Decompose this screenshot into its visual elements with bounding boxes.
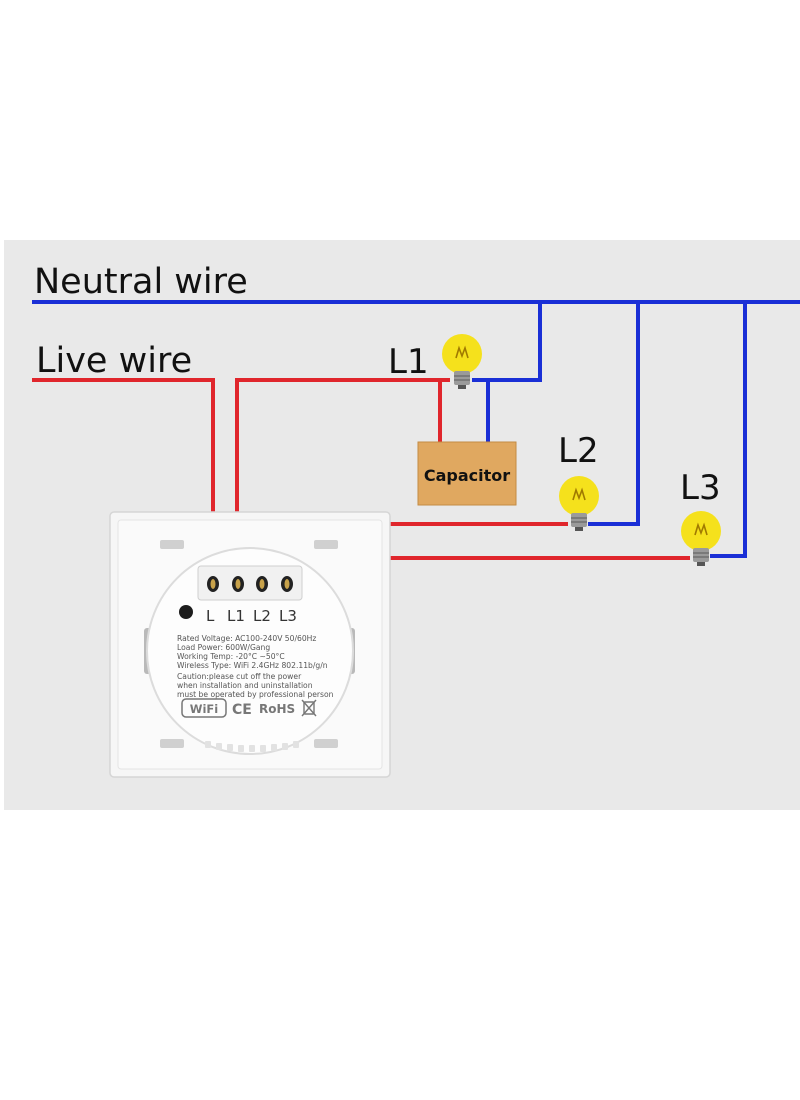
switch-plate: L L1 L2 L3 Rated Voltage: AC100-240V 50/…	[109, 511, 391, 778]
terminal-screw	[256, 576, 268, 592]
reset-hole	[179, 605, 193, 619]
l3-label: L3	[680, 468, 721, 508]
terminal-label: L	[206, 607, 215, 625]
spec-line: when installation and uninstallation	[177, 681, 313, 690]
terminal-screw	[281, 576, 293, 592]
spec-line: Rated Voltage: AC100-240V 50/60Hz	[177, 634, 316, 643]
neutral-wire-label: Neutral wire	[34, 262, 248, 302]
light-bulb-icon	[442, 334, 482, 389]
terminal-screw	[232, 576, 244, 592]
terminal-label: L1	[227, 607, 245, 625]
terminal-label: L2	[253, 607, 271, 625]
spec-line: Working Temp: -20°C ~50°C	[177, 652, 285, 661]
l2-label: L2	[558, 431, 599, 471]
terminal-label: L3	[279, 607, 297, 625]
mounting-clip	[160, 540, 184, 549]
svg-text:WiFi: WiFi	[190, 702, 218, 716]
capacitor: Capacitor	[417, 441, 517, 506]
mounting-clip	[314, 739, 338, 748]
l1-label: L1	[388, 342, 429, 382]
spec-line: Caution:please cut off the power	[177, 672, 302, 681]
mounting-clip	[160, 739, 184, 748]
ce-mark-icon: CE	[232, 702, 252, 718]
light-bulb-icon	[681, 511, 721, 566]
spec-line: Load Power: 600W/Gang	[177, 643, 270, 652]
mounting-clip	[314, 540, 338, 549]
capacitor-label: Capacitor	[424, 466, 510, 485]
spec-text: Rated Voltage: AC100-240V 50/60Hz Load P…	[177, 634, 334, 699]
terminal-screw	[207, 576, 219, 592]
terminal-block	[197, 565, 303, 601]
rohs-mark-icon: RoHS	[259, 702, 295, 716]
light-bulb-icon	[559, 476, 599, 531]
housing-ridges	[205, 741, 299, 752]
spec-line: must be operated by professional person	[177, 690, 334, 699]
neutral-wire	[32, 300, 800, 558]
wifi-logo-icon: WiFi	[181, 698, 227, 718]
live-wire-label: Live wire	[36, 341, 192, 381]
spec-line: Wireless Type: WiFi 2.4GHz 802.11b/g/n	[177, 661, 328, 670]
weee-bin-icon	[301, 699, 317, 717]
